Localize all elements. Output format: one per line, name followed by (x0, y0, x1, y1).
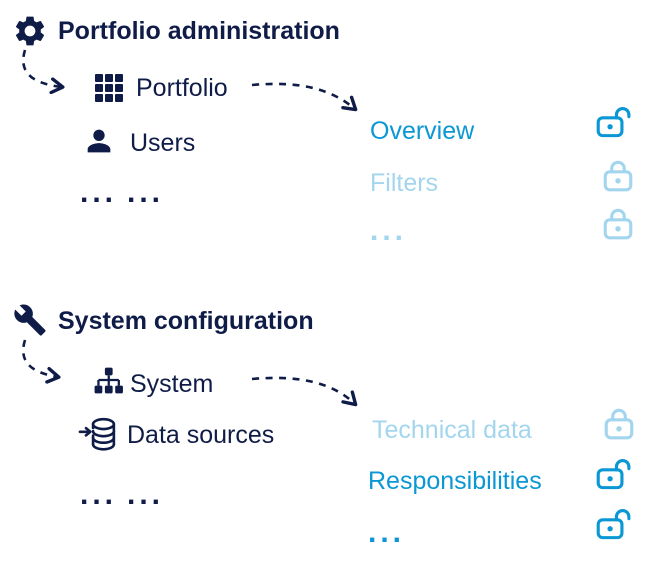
lock-open-icon (596, 456, 636, 492)
wrench-icon (13, 303, 47, 337)
more-pages-ellipsis: ... (368, 516, 406, 549)
grid-icon (94, 73, 124, 103)
lock-closed-icon (600, 158, 636, 194)
lock-closed-icon (601, 406, 637, 442)
more-module-icons-ellipsis: ... (80, 176, 118, 209)
section-title: Portfolio administration (58, 17, 340, 45)
page-label-filters: Filters (370, 169, 439, 197)
arrow-system-config-to-system (21, 339, 61, 384)
page-label-responsibilities: Responsibilities (368, 467, 542, 495)
arrow-portfolio-admin-to-portfolio (22, 49, 65, 95)
arrow-system-to-pages (251, 376, 358, 407)
database-import-icon (78, 417, 118, 452)
module-label-portfolio: Portfolio (136, 74, 228, 102)
more-module-labels-ellipsis: ... (127, 478, 165, 511)
module-label-users: Users (130, 129, 196, 157)
page-label-technical-data: Technical data (372, 416, 532, 444)
sitemap-icon (92, 366, 125, 397)
lock-open-icon (596, 506, 636, 542)
module-label-system: System (130, 370, 214, 398)
lock-closed-icon (600, 206, 636, 242)
module-label-data-sources: Data sources (127, 421, 275, 449)
lock-open-icon (596, 104, 636, 140)
more-module-labels-ellipsis: ... (127, 176, 165, 209)
gear-icon (12, 13, 48, 49)
user-icon (82, 124, 116, 158)
more-pages-ellipsis: ... (370, 214, 408, 247)
section-title: System configuration (58, 307, 314, 335)
more-module-icons-ellipsis: ... (80, 478, 118, 511)
page-label-overview: Overview (370, 117, 475, 145)
arrow-portfolio-to-pages (251, 82, 358, 112)
